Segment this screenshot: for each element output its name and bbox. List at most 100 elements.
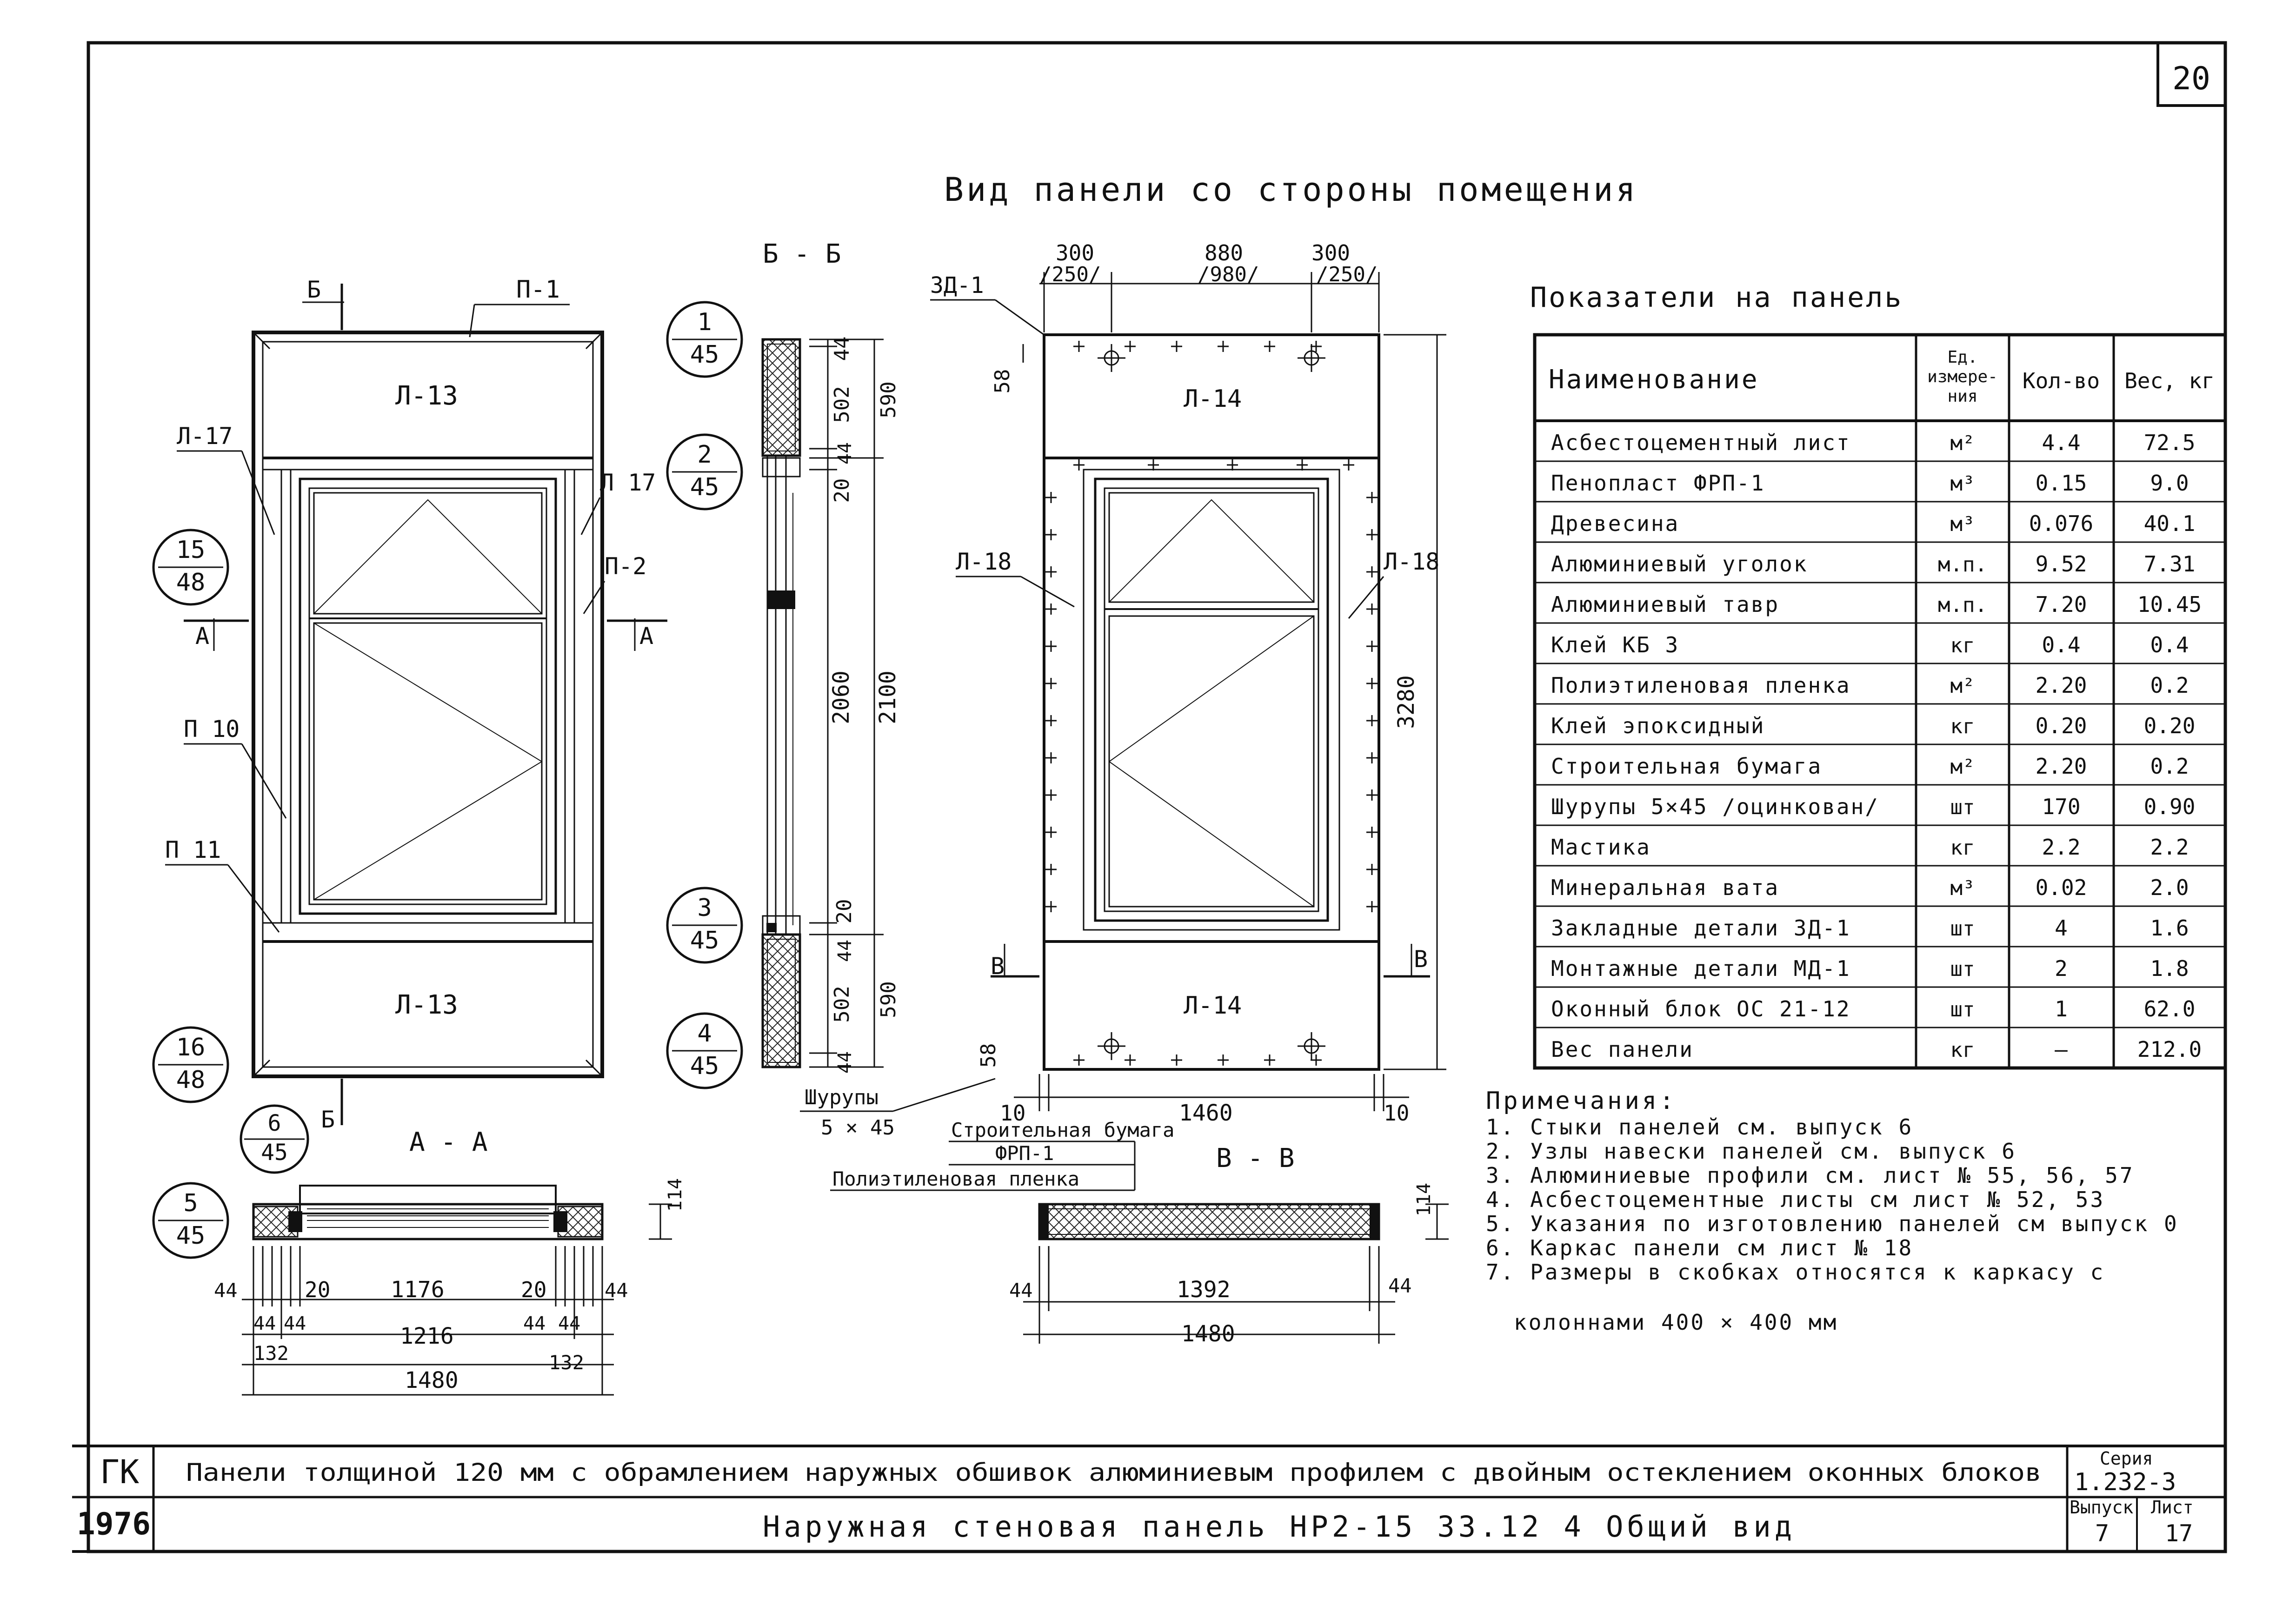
screw-mark <box>1366 603 1378 615</box>
table-cell-weight: 2.2 <box>2150 835 2189 860</box>
table-cell-weight: 10.45 <box>2137 592 2202 617</box>
table-cell-qty: 0.076 <box>2029 511 2093 536</box>
svg-text:45: 45 <box>690 473 719 501</box>
dim-vv-1480: 1480 <box>1181 1321 1235 1347</box>
svg-text:6: 6 <box>268 1110 281 1136</box>
dim-top-300-right: 300 <box>1311 240 1350 265</box>
dim-top-880: 880 <box>1205 240 1243 265</box>
screw-mark <box>1073 459 1085 471</box>
label-p1: П-1 <box>516 276 560 304</box>
table-header-weight: Вес, кг <box>2124 368 2215 393</box>
note-item: 5. Указания по изготовлению панелей см в… <box>1486 1211 2179 1236</box>
dim-top-250-right: /250/ <box>1316 263 1378 286</box>
table-cell-unit: м² <box>1950 755 1975 779</box>
screw-mark <box>1218 341 1229 352</box>
svg-text:45: 45 <box>176 1222 206 1250</box>
label-l13-bottom: Л-13 <box>395 990 458 1020</box>
table-cell-qty: 0.20 <box>2036 713 2087 738</box>
table-cell-qty: 2.20 <box>2036 754 2087 779</box>
section-bb-drawing <box>761 338 801 1068</box>
table-cell-name: Клей КБ 3 <box>1551 632 1679 657</box>
dim-vv-1392: 1392 <box>1177 1277 1231 1303</box>
screw-mark <box>1311 1054 1322 1066</box>
screw-marks <box>1045 341 1378 1066</box>
title-block-sheet-label: Лист <box>2151 1497 2194 1518</box>
dim-bb-2100: 2100 <box>875 670 901 724</box>
table-title: Показатели на панель <box>1530 281 1903 314</box>
table-cell-qty: 7.20 <box>2036 592 2087 617</box>
dim-top-300-left: 300 <box>1056 240 1094 265</box>
notes-heading: Примечания: <box>1486 1087 1677 1115</box>
layer-film: Полиэтиленовая пленка <box>832 1167 1079 1190</box>
screw-mark <box>1227 459 1238 471</box>
screw-mark <box>1073 1054 1085 1066</box>
table-cell-qty: 0.4 <box>2042 632 2080 657</box>
svg-text:4: 4 <box>697 1020 712 1048</box>
dim-bb-2060: 2060 <box>828 670 854 724</box>
svg-text:48: 48 <box>176 569 206 597</box>
table-cell-name: Древесина <box>1551 511 1679 536</box>
table-cell-unit: м.п. <box>1938 553 1987 577</box>
screw-mark <box>1045 641 1057 652</box>
dim-aa-20-b: 20 <box>521 1277 546 1302</box>
table-cell-name: Минеральная вата <box>1551 875 1779 900</box>
table-cell-weight: 1.8 <box>2150 956 2189 981</box>
dim-bb-44-c: 44 <box>834 940 856 962</box>
dim-aa-44-f: 44 <box>558 1313 580 1334</box>
svg-text:5: 5 <box>183 1189 198 1217</box>
section-aa-title: А - А <box>409 1127 488 1157</box>
screw-mark <box>1366 641 1378 652</box>
table-cell-name: Монтажные детали МД-1 <box>1551 956 1851 981</box>
screw-mark <box>1045 566 1057 577</box>
table-cell-qty: 2 <box>2055 956 2068 981</box>
table-cell-name: Пенопласт ФРП-1 <box>1551 471 1765 496</box>
table-row: Монтажные детали МД-1 шт 2 1.8 <box>1551 956 2189 981</box>
section-bb-dimensions <box>809 338 884 1068</box>
table-cell-unit: м² <box>1950 431 1975 455</box>
svg-text:48: 48 <box>176 1066 206 1094</box>
table-cell-qty: 2.20 <box>2036 673 2087 698</box>
table-cell-unit: шт <box>1950 917 1975 941</box>
table-cell-name: Алюминиевый тавр <box>1551 592 1779 617</box>
table-cell-qty: 1 <box>2055 996 2068 1021</box>
table-cell-name: Строительная бумага <box>1551 754 1822 779</box>
label-p10: П 10 <box>184 716 240 743</box>
title-block-issue: 7 <box>2095 1520 2109 1547</box>
sheet-number: 20 <box>2172 60 2210 97</box>
dim-aa-1480: 1480 <box>405 1367 459 1393</box>
section-aa-drawing <box>252 1185 604 1240</box>
table-cell-qty: 9.52 <box>2036 551 2087 577</box>
dim-bottom-10-right: 10 <box>1384 1101 1409 1126</box>
table-cell-unit: шт <box>1950 957 1975 981</box>
table-cell-weight: 0.4 <box>2150 632 2189 657</box>
screw-mark <box>1311 341 1322 352</box>
dim-aa-44-d: 44 <box>284 1313 306 1334</box>
table-cell-weight: 72.5 <box>2144 430 2196 455</box>
table-cell-weight: 0.90 <box>2144 794 2196 819</box>
label-l13-top: Л-13 <box>395 381 458 411</box>
label-l17-right: Л 17 <box>600 469 656 496</box>
screw-mark <box>1045 529 1057 540</box>
callout-16-48: 16 48 <box>152 1026 229 1103</box>
label-l14-bottom: Л-14 <box>1184 992 1242 1020</box>
screw-mark <box>1045 901 1057 912</box>
dim-aa-20-a: 20 <box>305 1277 330 1302</box>
table-cell-unit: кг <box>1950 1038 1975 1062</box>
note-item: 2. Узлы навески панелей см. выпуск 6 <box>1486 1139 2016 1164</box>
note-item: колоннами 400 × 400 мм <box>1514 1310 1838 1335</box>
cut-b-top: Б <box>307 276 321 303</box>
title-block-issue-label: Выпуск <box>2070 1497 2133 1518</box>
dim-bb-502-a: 502 <box>830 386 854 423</box>
title-block-line2: Наружная стеновая панель НР2-15 33.12 4 … <box>763 1510 1796 1544</box>
table-cell-qty: 4.4 <box>2042 430 2080 455</box>
dim-vv-44-a: 44 <box>1009 1279 1033 1302</box>
screw-mark <box>1366 789 1378 801</box>
screw-mark <box>1343 459 1354 471</box>
table-cell-qty: 4 <box>2055 915 2068 941</box>
